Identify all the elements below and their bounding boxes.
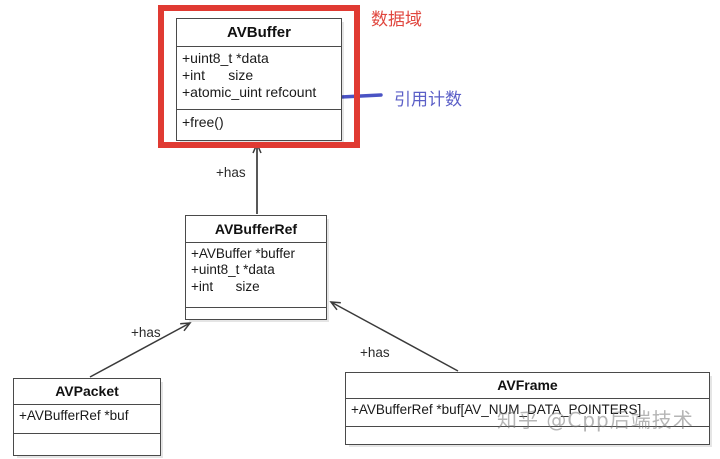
refcount-leader-line — [339, 93, 383, 99]
attribute-row: +AVBufferRef *buf[AV_NUM_DATA_POINTERS] — [351, 402, 642, 417]
attribute-row: +uint8_t *data — [182, 50, 269, 66]
class-box-avbufferref[interactable]: AVBufferRef +AVBuffer *buffer +uint8_t *… — [185, 215, 327, 320]
class-name-avbufferref: AVBufferRef — [186, 216, 326, 243]
operations-avbuffer: +free() — [177, 110, 341, 141]
edge-avframe-to-bufferref — [329, 301, 459, 372]
attributes-avbufferref: +AVBuffer *buffer +uint8_t *data +int si… — [186, 243, 326, 308]
class-box-avframe[interactable]: AVFrame +AVBufferRef *buf[AV_NUM_DATA_PO… — [345, 372, 710, 445]
annotation-reference-count: 引用计数 — [394, 90, 462, 109]
edge-label-avpacket-to-bufferref: +has — [131, 325, 161, 340]
class-box-avpacket[interactable]: AVPacket +AVBufferRef *buf — [13, 378, 161, 456]
class-name-avbuffer: AVBuffer — [177, 19, 341, 47]
operations-avframe — [346, 427, 709, 444]
attribute-row: +uint8_t *data — [191, 262, 275, 278]
edge-label-bufferref-to-avbuffer: +has — [216, 165, 246, 180]
attributes-avpacket: +AVBufferRef *buf — [14, 405, 160, 434]
class-name-avpacket: AVPacket — [14, 379, 160, 405]
annotation-data-field: 数据域 — [371, 10, 422, 29]
operations-avpacket — [14, 434, 160, 455]
attributes-avframe: +AVBufferRef *buf[AV_NUM_DATA_POINTERS] — [346, 399, 709, 427]
class-box-avbuffer[interactable]: AVBuffer +uint8_t *data +int size +atomi… — [176, 18, 342, 141]
attribute-row: +int size — [191, 278, 260, 294]
operation-row: +free() — [182, 114, 224, 130]
attribute-row: +AVBuffer *buffer — [191, 246, 295, 261]
class-name-avframe: AVFrame — [346, 373, 709, 399]
attribute-row: +atomic_uint refcount — [182, 84, 317, 101]
attribute-row: +AVBufferRef *buf — [19, 408, 129, 423]
attributes-avbuffer: +uint8_t *data +int size +atomic_uint re… — [177, 47, 341, 110]
attribute-row: +int size — [182, 67, 254, 84]
edge-avpacket-to-bufferref — [89, 322, 192, 378]
edge-label-avframe-to-bufferref: +has — [360, 345, 390, 360]
operations-avbufferref — [186, 308, 326, 319]
